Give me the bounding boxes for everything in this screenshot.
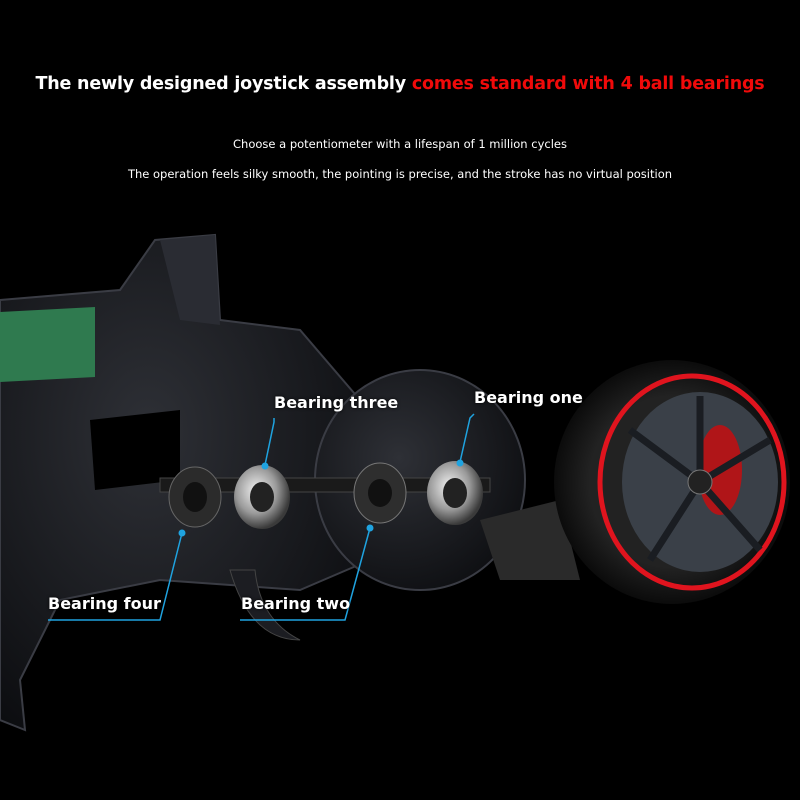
- label-bearing-three: Bearing three: [274, 393, 399, 412]
- bearing-two: [353, 462, 407, 524]
- label-bearing-one: Bearing one: [474, 388, 583, 407]
- trigger: [229, 569, 301, 641]
- bearing-four: [168, 466, 222, 528]
- bearing-three: [234, 465, 290, 529]
- label-bearing-two: Bearing two: [241, 594, 351, 613]
- subtitle-operation: The operation feels silky smooth, the po…: [127, 167, 673, 181]
- steering-wheel: [480, 360, 790, 604]
- callout-dots: [178, 459, 464, 537]
- label-bearing-four: Bearing four: [48, 594, 161, 613]
- headline: The newly designed joystick assembly com…: [0, 74, 800, 94]
- callout-lines: [48, 413, 475, 621]
- headline-red: comes standard with 4 ball bearings: [411, 74, 765, 94]
- bearing-one: [427, 461, 483, 525]
- screen: [0, 307, 95, 382]
- subtitle-potentiometer: Choose a potentiometer with a lifespan o…: [233, 137, 567, 151]
- headline-white: The newly designed joystick assembly: [35, 74, 407, 94]
